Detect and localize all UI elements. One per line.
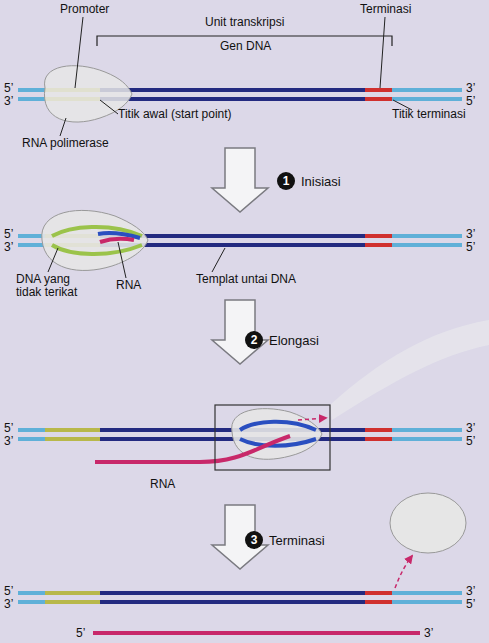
dna-panel xyxy=(18,593,462,602)
part-label: Templat untai DNA xyxy=(196,273,296,286)
prime-end-label: 5’ xyxy=(4,585,13,598)
leader-line xyxy=(75,17,83,88)
dna-panel xyxy=(18,405,462,470)
released-polymerase xyxy=(390,493,466,553)
prime-end-label: 3’ xyxy=(466,422,475,435)
step-name: Terminasi xyxy=(269,533,325,548)
prime-end-label: 5’ xyxy=(76,627,85,640)
step-node: 2 Elongasi xyxy=(245,331,319,349)
prime-end-label: 3’ xyxy=(424,627,433,640)
point-label: Titik awal (start point) xyxy=(118,108,232,121)
leader-line xyxy=(380,17,385,88)
step-number: 3 xyxy=(245,531,263,549)
leader-line xyxy=(48,248,58,272)
leader-line xyxy=(60,118,66,136)
rna-transcript xyxy=(93,631,420,635)
step-node: 1 Inisiasi xyxy=(277,172,341,190)
prime-end-label: 3’ xyxy=(4,241,13,254)
step-name: Inisiasi xyxy=(301,174,341,189)
step-arrow xyxy=(212,148,268,212)
zoom-callout xyxy=(330,320,489,420)
step-arrow xyxy=(212,505,268,569)
part-label: DNA yang tidak terikat xyxy=(16,273,96,299)
prime-end-label: 5’ xyxy=(4,82,13,95)
prime-end-label: 3’ xyxy=(466,228,475,241)
leader-line xyxy=(100,100,118,114)
step-number: 1 xyxy=(277,172,295,190)
part-label: RNA xyxy=(116,279,141,292)
prime-end-label: 3’ xyxy=(466,82,475,95)
prime-end-label: 5’ xyxy=(466,95,475,108)
region-label: Unit transkripsi xyxy=(205,16,284,29)
leader-line xyxy=(118,242,126,278)
point-label: Titik terminasi xyxy=(392,108,466,121)
prime-end-label: 5’ xyxy=(466,241,475,254)
step-arrow xyxy=(212,300,268,364)
release-arrow xyxy=(395,556,412,588)
step-name: Elongasi xyxy=(269,333,319,348)
prime-end-label: 5’ xyxy=(466,435,475,448)
prime-end-label: 3’ xyxy=(466,585,475,598)
leader-line xyxy=(212,248,225,272)
prime-end-label: 5’ xyxy=(466,598,475,611)
part-label: RNA xyxy=(150,478,175,491)
step-node: 3 Terminasi xyxy=(245,531,325,549)
region-label: Promoter xyxy=(60,3,109,16)
prime-end-label: 3’ xyxy=(4,435,13,448)
prime-end-label: 5’ xyxy=(4,422,13,435)
prime-end-label: 3’ xyxy=(4,598,13,611)
dna-panel xyxy=(18,210,462,270)
prime-end-label: 5’ xyxy=(4,228,13,241)
prime-end-label: 3’ xyxy=(4,95,13,108)
step-number: 2 xyxy=(245,331,263,349)
region-label: Terminasi xyxy=(360,3,411,16)
enzyme-label: RNA polimerase xyxy=(22,137,109,150)
region-label: Gen DNA xyxy=(220,40,271,53)
